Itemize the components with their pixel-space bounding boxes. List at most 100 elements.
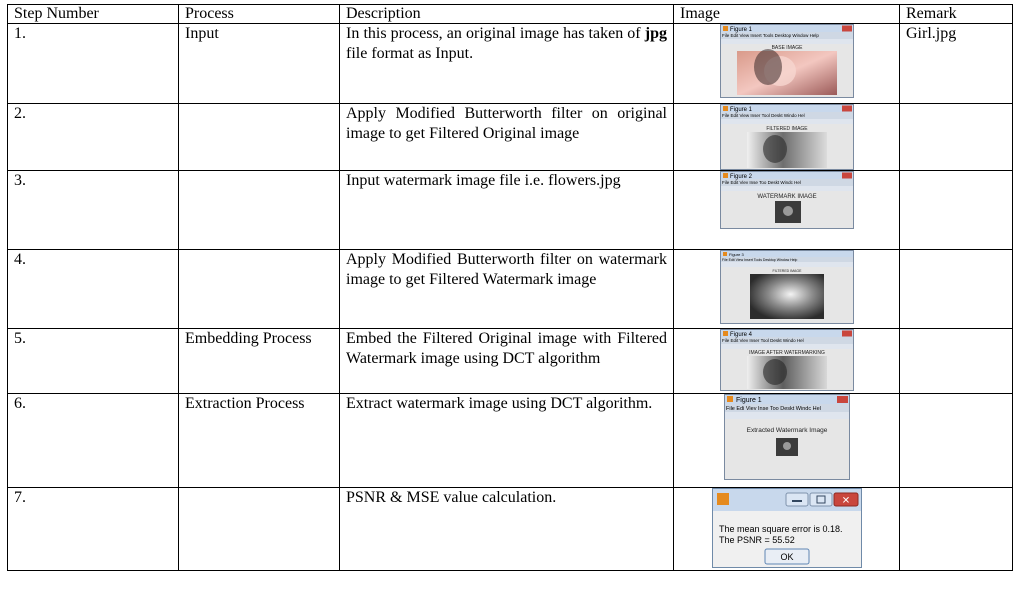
matlab-icon	[722, 106, 728, 111]
table-row: 4. Apply Modified Butterworth filter on …	[7, 249, 1013, 329]
window-title: Figure 1	[730, 107, 753, 113]
minimize-icon	[785, 492, 808, 507]
menu-bar: File Edit View Insert Tools Desktop Wind…	[722, 258, 797, 262]
image-cell: Figure 4 File Edit Viev Inser Tool Deskt…	[673, 328, 900, 394]
image-cell: Figure 1 File Edit View Inser Tool Deskt…	[673, 103, 900, 171]
watermarked-image-screenshot: Figure 4 File Edit Viev Inser Tool Deskt…	[719, 329, 854, 391]
filtered-girl-image	[746, 132, 827, 168]
header-description: Description	[339, 4, 674, 24]
description-cell: Extract watermark image using DCT algori…	[339, 393, 674, 488]
step-number: 6.	[7, 393, 179, 488]
description-text: file format as Input.	[346, 45, 474, 62]
mse-message: The mean square error is 0.18.	[719, 524, 843, 534]
image-cell: Figure 1 File Edit View Insert Tools Des…	[673, 23, 900, 104]
ok-button[interactable]	[764, 548, 809, 565]
figure-caption: Extracted Watermark Image	[746, 427, 827, 434]
remark-cell	[899, 249, 1013, 329]
close-icon	[833, 492, 858, 507]
process-cell	[178, 487, 340, 571]
table-row: 7. PSNR & MSE value calculation. ✕ The m…	[7, 487, 1013, 571]
step-number: 7.	[7, 487, 179, 571]
figure-caption: BASE IMAGE	[771, 45, 803, 51]
image-cell: Figure 3 File Edit View Insert Tools Des…	[673, 249, 900, 329]
close-icon	[841, 25, 852, 32]
image-cell: Figure 1 File Edi Viev Inse Too Deskt Wi…	[673, 393, 900, 488]
filtered-watermark-screenshot: Figure 3 File Edit View Insert Tools Des…	[719, 250, 854, 324]
window-title: Figure 1	[736, 397, 762, 404]
close-icon	[841, 330, 852, 337]
process-cell	[178, 170, 340, 250]
matlab-icon	[722, 173, 728, 178]
remark-cell: Girl.jpg	[899, 23, 1013, 104]
process-cell	[178, 103, 340, 171]
table-row: 2. Apply Modified Butterworth filter on …	[7, 103, 1013, 171]
figure-caption: IMAGE AFTER WATERMARKING	[749, 350, 825, 356]
window-title: Figure 1	[730, 27, 753, 33]
watermark-image-screenshot: Figure 2 File Edit Viev Inse Too Deskt W…	[719, 171, 854, 229]
description-cell: In this process, an original image has t…	[339, 23, 674, 104]
close-icon	[841, 105, 852, 112]
description-bold: jpg	[644, 25, 667, 42]
base-image-screenshot: Figure 1 File Edit View Insert Tools Des…	[719, 24, 854, 98]
svg-text:✕: ✕	[841, 496, 849, 507]
filtered-flowers-image	[749, 274, 824, 319]
step-number: 1.	[7, 23, 179, 104]
table-row: 3. Input watermark image file i.e. flowe…	[7, 170, 1013, 250]
figure-caption: WATERMARK IMAGE	[757, 194, 816, 200]
step-number: 5.	[7, 328, 179, 394]
remark-cell	[899, 393, 1013, 488]
menu-bar: File Edi Viev Inse Too Deskt Windc Hel	[726, 406, 821, 412]
psnr-message: The PSNR = 55.52	[719, 535, 795, 545]
figure-caption: FILTERED IMAGE	[772, 269, 802, 273]
menu-bar: File Edit View Insert Tools Desktop Wind…	[722, 33, 819, 38]
matlab-icon	[722, 26, 728, 31]
psnr-mse-dialog: ✕ The mean square error is 0.18. The PSN…	[711, 488, 862, 568]
menu-bar: File Edit Viev Inse Too Deskt Windc Hel	[722, 180, 801, 185]
figure-caption: FILTERED IMAGE	[766, 126, 808, 132]
matlab-icon	[716, 493, 729, 505]
close-icon	[841, 172, 852, 179]
description-cell: PSNR & MSE value calculation.	[339, 487, 674, 571]
header-step-number: Step Number	[7, 4, 179, 24]
process-cell	[178, 249, 340, 329]
image-cell: ✕ The mean square error is 0.18. The PSN…	[673, 487, 900, 571]
menu-bar: File Edit View Inser Tool Deskt Windo He…	[722, 113, 805, 118]
table-header-row: Step Number Process Description Image Re…	[7, 4, 1013, 24]
matlab-icon	[722, 252, 727, 256]
description-cell: Apply Modified Butterworth filter on ori…	[339, 103, 674, 171]
maximize-icon	[809, 492, 832, 507]
filtered-image-screenshot: Figure 1 File Edit View Inser Tool Deskt…	[719, 104, 854, 170]
header-remark: Remark	[899, 4, 1013, 24]
process-cell: Embedding Process	[178, 328, 340, 394]
process-steps-table: Step Number Process Description Image Re…	[7, 4, 1013, 571]
close-icon	[836, 396, 848, 403]
matlab-icon	[726, 396, 733, 402]
matlab-icon	[722, 331, 728, 336]
description-text: In this process, an original image has t…	[346, 25, 645, 42]
table-row: 5. Embedding Process Embed the Filtered …	[7, 328, 1013, 394]
step-number: 3.	[7, 170, 179, 250]
description-cell: Embed the Filtered Original image with F…	[339, 328, 674, 394]
extracted-watermark-screenshot: Figure 1 File Edi Viev Inse Too Deskt Wi…	[723, 394, 850, 480]
header-process: Process	[178, 4, 340, 24]
menu-bar: File Edit Viev Inser Tool Deskt Windo He…	[722, 338, 804, 343]
remark-cell	[899, 170, 1013, 250]
window-title: Figure 4	[730, 332, 753, 338]
watermarked-girl-image	[746, 356, 827, 389]
image-cell: Figure 2 File Edit Viev Inse Too Deskt W…	[673, 170, 900, 250]
window-title: Figure 2	[730, 174, 753, 180]
step-number: 2.	[7, 103, 179, 171]
table-row: 6. Extraction Process Extract watermark …	[7, 393, 1013, 488]
table-row: 1. Input In this process, an original im…	[7, 23, 1013, 104]
description-cell: Apply Modified Butterworth filter on wat…	[339, 249, 674, 329]
process-cell: Extraction Process	[178, 393, 340, 488]
remark-cell	[899, 328, 1013, 394]
step-number: 4.	[7, 249, 179, 329]
ok-button-label: OK	[780, 552, 793, 562]
window-title: Figure 3	[729, 252, 744, 257]
header-image: Image	[673, 4, 900, 24]
description-cell: Input watermark image file i.e. flowers.…	[339, 170, 674, 250]
process-cell: Input	[178, 23, 340, 104]
remark-cell	[899, 487, 1013, 571]
remark-cell	[899, 103, 1013, 171]
